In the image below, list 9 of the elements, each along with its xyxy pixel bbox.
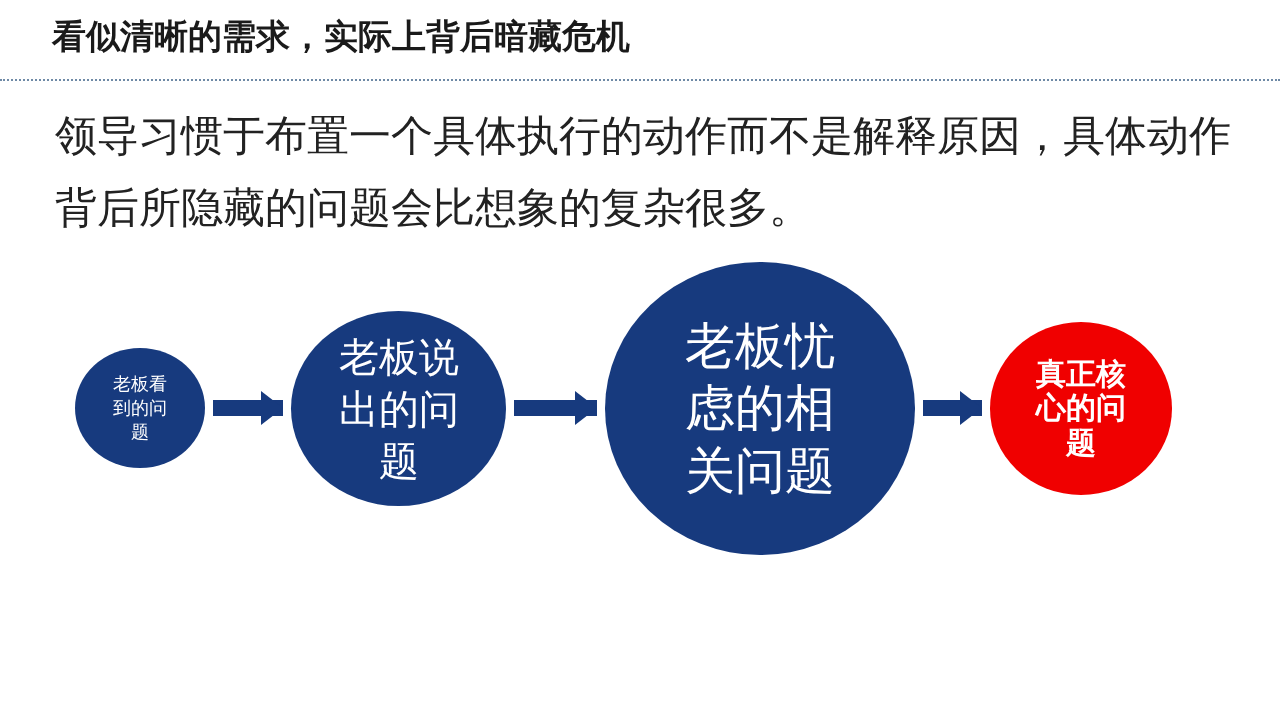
arrow (923, 391, 982, 425)
slide-title: 看似清晰的需求，实际上背后暗藏危机 (52, 16, 630, 57)
circle-label: 老板看到的问题 (112, 372, 168, 445)
arrow (514, 391, 597, 425)
circle-label: 真正核心的问题 (1034, 356, 1127, 461)
arrow (213, 391, 283, 425)
circle-label: 老板忧虑的相关问题 (684, 316, 836, 501)
circle-label: 老板说出的问题 (337, 333, 460, 485)
body-text: 领导习惯于布置一个具体执行的动作而不是解释原因，具体动作背后所隐藏的问题会比想象的复杂很多。 (55, 111, 1232, 233)
